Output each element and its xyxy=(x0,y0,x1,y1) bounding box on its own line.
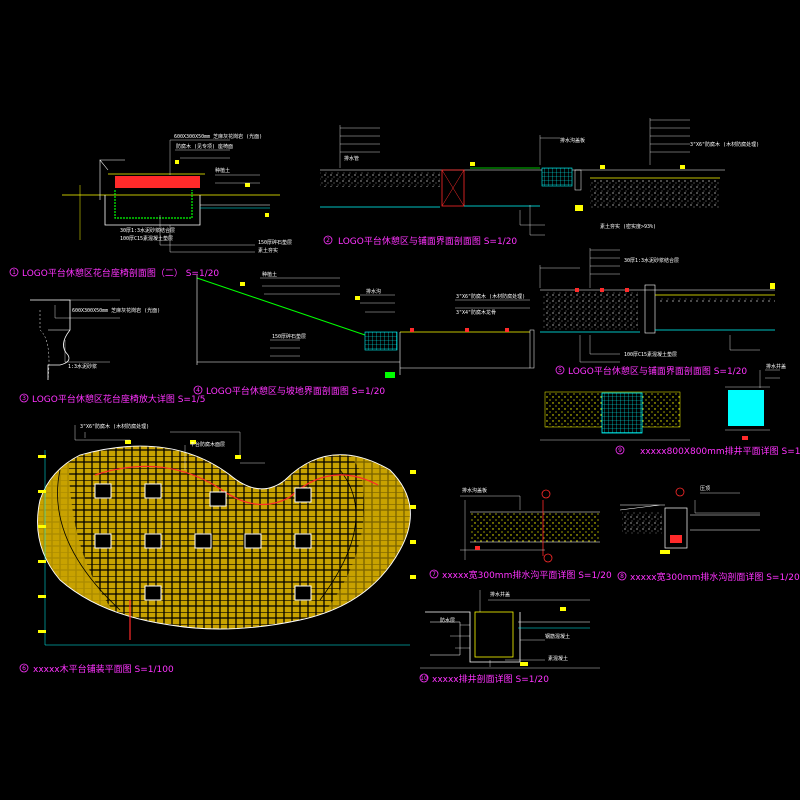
note-granite: 600X300X50mm 芝麻灰花岗岩 (光面) xyxy=(174,133,262,140)
note-slope-joist: 3"X4"防腐木龙骨 xyxy=(456,309,496,316)
drawing-drain-ditch-section xyxy=(619,487,760,554)
drawing-well-section xyxy=(420,590,600,669)
note-deck-surface: 平台防腐木面层 xyxy=(190,441,225,448)
note-bench-mortar: 1:3水泥砂浆 xyxy=(68,363,97,370)
note-ditch-top: 压顶 xyxy=(700,486,710,492)
note-b-granite: 30厚1:3水泥砂浆结合层 xyxy=(624,257,679,264)
drawing-planter-section-2 xyxy=(62,139,280,253)
note-pipe: 排水管 xyxy=(344,155,359,162)
drawing-well-plan xyxy=(540,369,780,441)
detail-marker-5: 5 xyxy=(555,365,565,375)
note-concrete: 100厚C15素混凝土垫层 xyxy=(120,235,173,242)
svg-text:8: 8 xyxy=(620,573,624,580)
note-slope-drain: 排水沟 xyxy=(366,288,381,295)
drawing-paving-interface-section-b xyxy=(539,248,775,363)
title-wood-deck-plan: xxxxx木平台铺装平面图 S=1/100 xyxy=(33,663,174,675)
title-drain-ditch-section: xxxxx宽300mm排水沟剖面详图 S=1/20 xyxy=(630,571,800,583)
detail-marker-9: 9 xyxy=(615,445,625,455)
note-soil: 种植土 xyxy=(215,167,230,174)
detail-marker-6: 6 xyxy=(19,663,29,673)
detail-marker-10: 10 xyxy=(419,673,429,683)
title-well-section: xxxxx排井剖面详图 S=1/20 xyxy=(432,673,549,685)
svg-text:4: 4 xyxy=(196,387,200,394)
note-well-concrete: 钢筋混凝土 xyxy=(545,633,570,640)
title-well-plan: xxxxx800X800mm排井平面详图 S=1/20 xyxy=(640,445,800,457)
note-well-base: 素混凝土 xyxy=(548,655,568,662)
note-compact: 素土夯实 xyxy=(258,247,278,254)
title-drain-ditch-plan: xxxxx宽300mm排水沟平面详图 S=1/20 xyxy=(442,569,612,581)
detail-marker-1: 1 xyxy=(9,267,19,277)
title-paving-interface-b: LOGO平台休憩区与铺面界面剖面图 S=1/20 xyxy=(568,365,747,377)
note-wood-seat: 防腐木 (见专项) 座椅面 xyxy=(176,143,233,150)
detail-marker-8: 8 xyxy=(617,571,627,581)
note-mortar: 30厚1:3水泥砂浆结合层 xyxy=(120,227,175,234)
title-paving-interface-a: LOGO平台休憩区与铺面界面剖面图 S=1/20 xyxy=(338,235,517,247)
svg-text:3: 3 xyxy=(22,395,26,402)
svg-text:7: 7 xyxy=(432,571,436,578)
note-well-waterproof: 防水层 xyxy=(440,617,455,624)
note-b-concrete: 100厚C15素混凝土垫层 xyxy=(624,351,677,358)
note-bench-top: 600X300X50mm 芝麻灰花岗岩 (光面) xyxy=(72,307,160,314)
note-well-grate: 排水井盖 xyxy=(490,591,510,598)
drawing-paving-interface-section-a xyxy=(320,118,725,236)
svg-text:5: 5 xyxy=(558,367,562,374)
title-bench-detail: LOGO平台休憩区花台座椅放大详图 S=1/5 xyxy=(32,393,205,405)
drawing-drain-ditch-plan xyxy=(460,489,600,563)
note-ditch-cover: 排水沟盖板 xyxy=(462,487,487,494)
detail-marker-3: 3 xyxy=(19,393,29,403)
note-well-cover: 排水井盖 xyxy=(766,363,786,370)
note-decking: 3"X6"防腐木 (木材防腐处理) xyxy=(690,141,759,148)
svg-text:2: 2 xyxy=(326,237,330,244)
detail-marker-7: 7 xyxy=(429,569,439,579)
detail-marker-4: 4 xyxy=(193,385,203,395)
note-grate-cover: 排水沟盖板 xyxy=(560,137,585,144)
svg-text:9: 9 xyxy=(618,447,622,454)
drawing-wood-deck-plan xyxy=(37,425,416,646)
note-slope-decking: 3"X6"防腐木 (木材防腐处理) xyxy=(456,293,525,300)
note-compact-93: 素土夯实 (密实度>93%) xyxy=(600,223,656,230)
drawing-bench-enlarged-detail xyxy=(30,299,120,381)
note-slope-gravel: 150厚碎石垫层 xyxy=(272,333,306,340)
note-deck-board: 3"X6"防腐木 (木材防腐处理) xyxy=(80,423,149,430)
svg-text:10: 10 xyxy=(420,675,428,682)
detail-marker-2: 2 xyxy=(323,235,333,245)
title-slope-interface: LOGO平台休憩区与坡地界面剖面图 S=1/20 xyxy=(206,385,385,397)
note-slope-planting: 种植土 xyxy=(262,271,277,278)
title-planter-section-2: LOGO平台休憩区花台座椅剖面图（二） S=1/20 xyxy=(22,267,219,279)
drawing-slope-interface-section xyxy=(196,275,535,378)
svg-text:6: 6 xyxy=(22,665,26,672)
note-gravel: 150厚碎石垫层 xyxy=(258,239,292,246)
svg-text:1: 1 xyxy=(12,269,16,276)
